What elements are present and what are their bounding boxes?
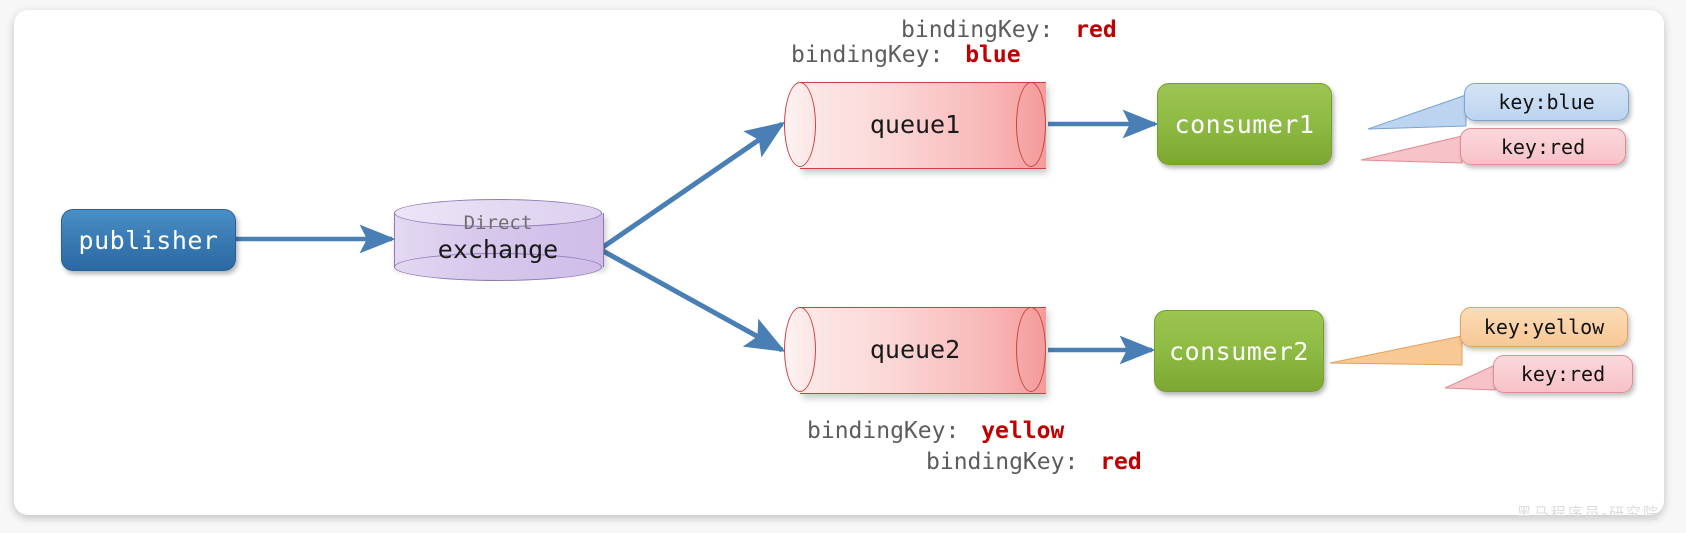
- node-exchange-sublabel: Direct: [463, 212, 533, 234]
- node-exchange[interactable]: Direct exchange: [394, 199, 604, 281]
- node-consumer2[interactable]: consumer2: [1154, 310, 1324, 392]
- callout-consumer2-red[interactable]: key:red: [1493, 355, 1633, 393]
- callout-consumer1-red[interactable]: key:red: [1460, 128, 1626, 165]
- callout-consumer1-blue-text: key:blue: [1498, 90, 1595, 114]
- node-publisher-label: publisher: [78, 225, 219, 255]
- callout-consumer2-yellow-text: key:yellow: [1483, 315, 1605, 339]
- queue1-cylinder-body: [800, 82, 1046, 169]
- callout-consumer2-yellow[interactable]: key:yellow: [1460, 307, 1628, 347]
- node-consumer1-label: consumer1: [1174, 109, 1315, 139]
- binding-queue2-yellow-value: yellow: [981, 418, 1065, 444]
- node-publisher[interactable]: publisher: [61, 209, 236, 271]
- binding-queue2-red-prefix: bindingKey:: [926, 449, 1079, 475]
- binding-queue1-red-prefix: bindingKey:: [901, 17, 1054, 43]
- callout-consumer2-red-text: key:red: [1520, 362, 1606, 386]
- node-queue2-label: queue2: [869, 335, 961, 364]
- queue1-cylinder-right: [1016, 82, 1046, 167]
- node-queue2[interactable]: queue2: [784, 307, 1046, 394]
- node-consumer1[interactable]: consumer1: [1157, 83, 1332, 165]
- node-exchange-label: exchange: [437, 235, 559, 264]
- binding-queue1-blue: bindingKey: blue: [791, 42, 1021, 68]
- binding-queue2-yellow-prefix: bindingKey:: [807, 418, 960, 444]
- binding-queue2-yellow: bindingKey: yellow: [807, 418, 1064, 444]
- binding-queue2-red: bindingKey: red: [926, 449, 1142, 475]
- exchange-cylinder-bottom: [394, 253, 602, 281]
- binding-queue2-red-value: red: [1100, 449, 1142, 475]
- callout-consumer1-red-text: key:red: [1500, 134, 1586, 159]
- queue1-cylinder-left: [784, 82, 816, 167]
- queue2-cylinder-right: [1016, 307, 1046, 392]
- queue2-cylinder-left: [784, 307, 816, 392]
- callout-consumer1-blue[interactable]: key:blue: [1464, 83, 1629, 121]
- exchange-labels: Direct exchange: [394, 199, 602, 281]
- binding-queue1-red: bindingKey: red: [901, 17, 1117, 43]
- binding-queue1-blue-value: blue: [965, 42, 1021, 68]
- node-queue1-label: queue1: [869, 110, 961, 139]
- node-queue1[interactable]: queue1: [784, 82, 1046, 169]
- binding-queue1-red-value: red: [1075, 17, 1117, 43]
- node-consumer2-label: consumer2: [1169, 336, 1309, 366]
- exchange-cylinder-top: [394, 199, 602, 227]
- watermark: 黑马程序员-研究院: [1516, 504, 1660, 522]
- binding-queue1-blue-prefix: bindingKey:: [791, 42, 944, 68]
- queue2-cylinder-body: [800, 307, 1046, 394]
